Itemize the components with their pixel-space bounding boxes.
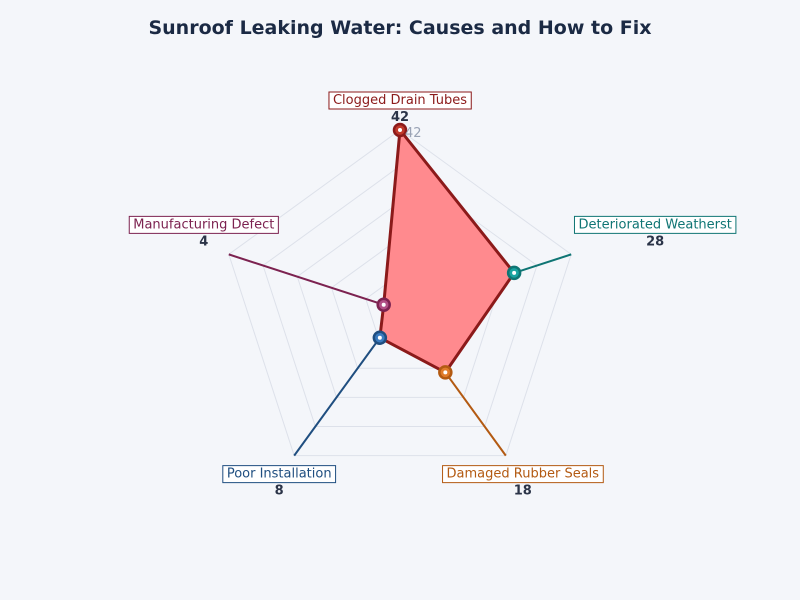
value-label: 4 — [199, 234, 208, 249]
value-label: 28 — [646, 234, 664, 249]
category-label: Poor Installation — [227, 467, 332, 482]
value-label: 8 — [275, 484, 284, 499]
data-polygon-group — [378, 128, 516, 374]
category-label: Clogged Drain Tubes — [333, 93, 467, 108]
data-markers — [372, 122, 522, 380]
data-point-center — [398, 128, 402, 132]
data-point-center — [377, 335, 382, 340]
category-label: Deteriorated Weatherst — [578, 217, 731, 232]
leader-line — [293, 337, 381, 457]
data-polygon — [378, 128, 516, 374]
grid-ring — [262, 165, 538, 427]
category-label: Manufacturing Defect — [133, 217, 274, 232]
value-label: 42 — [391, 110, 409, 125]
data-point-center — [512, 270, 517, 275]
category-label-box — [573, 215, 737, 234]
category-label-box — [328, 91, 472, 110]
leader-lines — [228, 253, 572, 457]
category-label: Damaged Rubber Seals — [447, 467, 600, 482]
data-point-center — [381, 302, 386, 307]
leader-line — [228, 253, 385, 306]
leader-line — [444, 371, 507, 457]
value-label: 18 — [514, 484, 532, 499]
data-point-center — [443, 370, 448, 375]
category-label-box — [442, 465, 604, 484]
leader-line — [513, 253, 572, 274]
category-label-box — [128, 215, 279, 234]
category-label-box — [222, 465, 337, 484]
radial-tick-label: 42 — [405, 126, 422, 141]
chart-title: Sunroof Leaking Water: Causes and How to… — [148, 17, 651, 39]
